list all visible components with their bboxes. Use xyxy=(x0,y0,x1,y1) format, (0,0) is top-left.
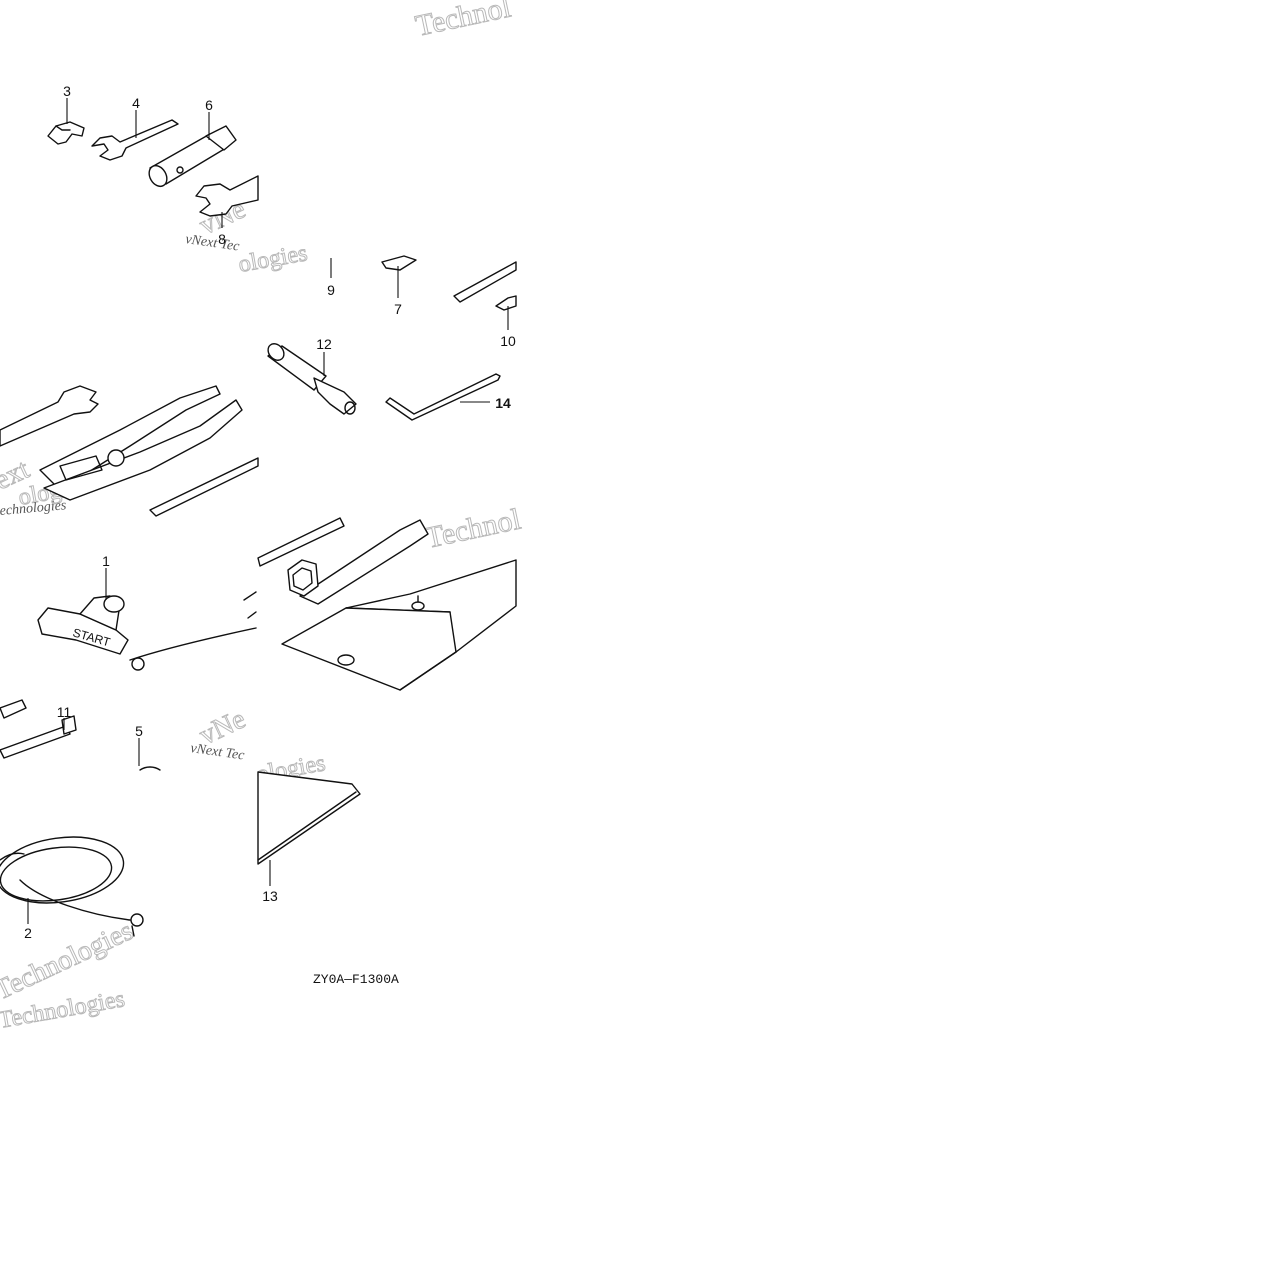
watermark-technol-right: Technol xyxy=(423,503,524,555)
watermarks: Technol vNext Tec vNe ologies ext ologie… xyxy=(0,0,524,1034)
callout-10: 10 xyxy=(500,333,516,349)
part-6-box-spanner xyxy=(148,125,237,188)
callout-13: 13 xyxy=(262,888,278,904)
callout-14: 14 xyxy=(495,395,511,411)
callouts: 3 4 6 8 9 7 10 12 14 1 11 5 2 13 xyxy=(24,83,516,941)
watermark-technol-top: Technol xyxy=(413,0,514,43)
callout-9: 9 xyxy=(327,282,335,298)
leader-lines xyxy=(27,98,509,924)
callout-4: 4 xyxy=(132,95,140,111)
tool-bag xyxy=(257,517,517,691)
part-5-item xyxy=(139,766,161,771)
callout-5: 5 xyxy=(135,723,143,739)
callout-8: 8 xyxy=(218,231,226,247)
callout-2: 2 xyxy=(24,925,32,941)
part-10-screwdriver xyxy=(453,261,517,311)
part-13-cloth xyxy=(257,771,361,865)
watermark-technologies-mid: echnologies xyxy=(0,498,68,519)
part-3-clip xyxy=(47,121,85,145)
callout-7: 7 xyxy=(394,301,402,317)
part-11-extension-bar xyxy=(0,699,77,759)
part-8-ring-wrench xyxy=(195,175,259,217)
callout-12: 12 xyxy=(316,336,332,352)
part-7-tool-tip xyxy=(381,255,417,271)
callout-3: 3 xyxy=(63,83,71,99)
part-4-open-wrench xyxy=(91,119,179,161)
part-12-socket-handle xyxy=(267,343,357,415)
part-1-start-grip: START xyxy=(37,591,257,671)
callout-6: 6 xyxy=(205,97,213,113)
callout-1: 1 xyxy=(102,553,110,569)
pliers-and-wrench xyxy=(0,385,259,517)
part-14-hex-key xyxy=(385,373,501,421)
part-2-starter-rope xyxy=(0,836,144,937)
watermark-ologies-1: ologies xyxy=(237,240,310,278)
callout-11: 11 xyxy=(57,704,72,720)
drawing-code: ZY0A—F1300A xyxy=(313,972,399,987)
